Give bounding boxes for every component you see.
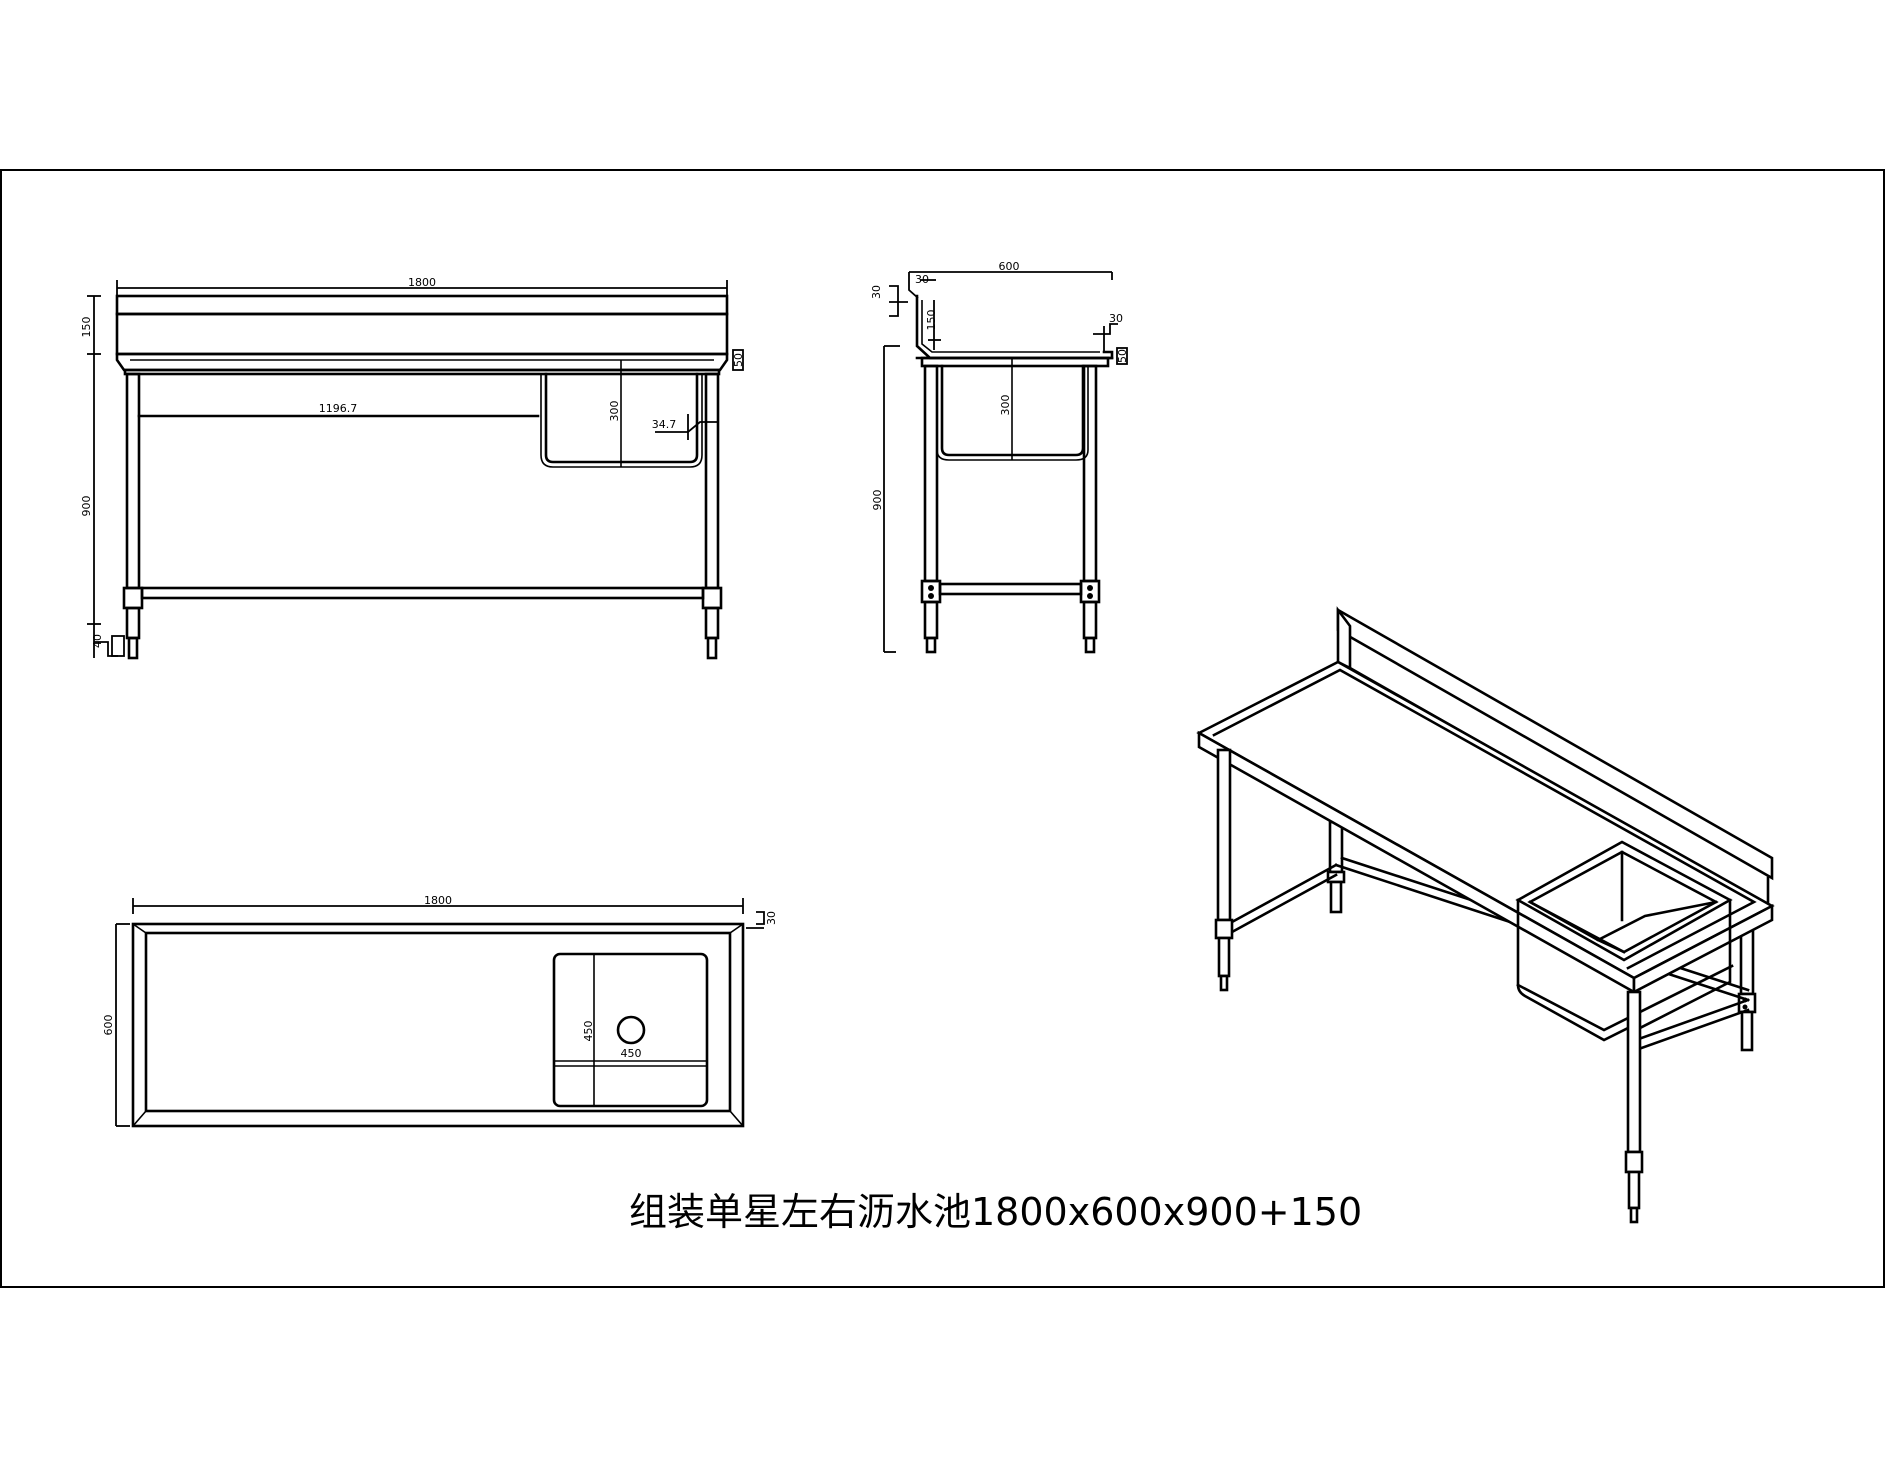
front-drainer-length-label: 1196.7 (319, 402, 358, 415)
top-width-label: 1800 (424, 894, 452, 907)
side-edge-height-label: 50 (1116, 349, 1129, 363)
isometric-view (1196, 606, 1775, 1224)
side-basin-depth-label: 300 (999, 395, 1012, 416)
side-backsplash-top-label: 30 (870, 285, 883, 299)
sheet-border (0, 169, 1885, 1288)
top-basin-length-label: 450 (621, 1047, 642, 1060)
side-front-lip-label: 30 (1109, 312, 1123, 325)
top-basin-width-label: 450 (582, 1021, 595, 1042)
front-leg-height-label: 900 (80, 496, 93, 517)
top-depth-label: 600 (102, 1015, 115, 1036)
drawing-title: 组装单星左右沥水池1800x600x900+150 (629, 1190, 1362, 1234)
front-basin-depth-label: 300 (608, 401, 621, 422)
side-leg-height-label: 900 (871, 490, 884, 511)
side-depth-label: 600 (999, 260, 1020, 273)
front-edge-height-label: 50 (732, 353, 745, 367)
front-view: 1800 (80, 276, 745, 660)
front-backsplash-label: 150 (80, 317, 93, 338)
front-edge-offset-label: 34.7 (652, 418, 677, 431)
front-width-label: 1800 (408, 276, 436, 289)
side-view: 600 30 30 150 30 50 300 900 (870, 260, 1129, 654)
front-width-dimension: 1800 (116, 276, 728, 300)
front-height-dimensions (87, 295, 125, 658)
top-view: 1800 600 30 450 450 (102, 894, 778, 1128)
top-rim-label: 30 (765, 911, 778, 925)
front-foot-label: 40 (91, 634, 104, 648)
side-backsplash-label: 150 (925, 310, 938, 331)
side-backsplash-return-label: 30 (915, 273, 929, 286)
